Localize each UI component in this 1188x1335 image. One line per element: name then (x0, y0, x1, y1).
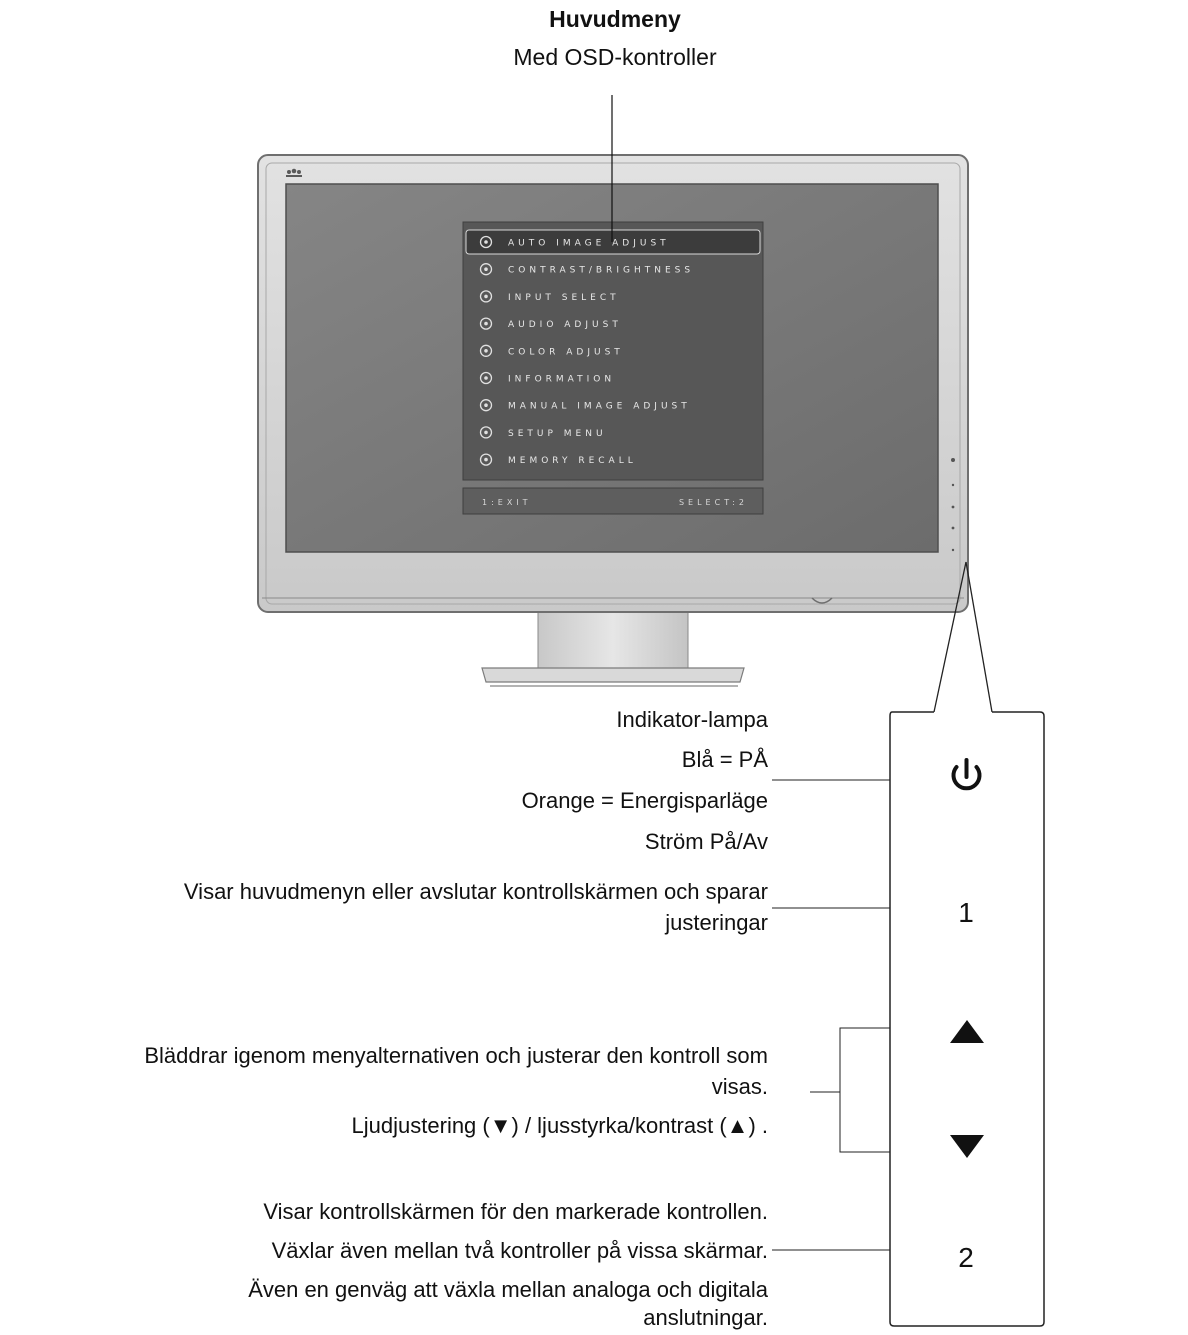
setup-menu-icon (479, 426, 493, 439)
button2-desc-line3: Även en genväg att växla mellan analoga … (248, 1277, 768, 1302)
button1-desc-line2: justeringar (665, 910, 768, 935)
diagram-subtitle: Med OSD-kontroller (513, 44, 717, 70)
zoom-line-right (965, 561, 993, 713)
osd-menu-item[interactable]: INFORMATION (479, 371, 616, 385)
side-buttons (951, 458, 955, 552)
osd-exit-label: 1:EXIT (482, 498, 532, 507)
button2-desc-line4: anslutningar. (643, 1305, 768, 1330)
osd-menu-item-label: AUDIO ADJUST (508, 320, 622, 330)
power-led (811, 597, 833, 604)
osd-menu-item-label: CONTRAST/BRIGHTNESS (508, 266, 694, 276)
osd-menu-item[interactable]: AUTO IMAGE ADJUST (465, 229, 761, 255)
stand-neck (537, 609, 689, 669)
osd-menu-item[interactable]: AUDIO ADJUST (479, 317, 622, 330)
input-select-icon (479, 290, 493, 303)
osd-selection-highlight (465, 229, 761, 255)
arrows-desc-line2: visas. (711, 1074, 768, 1099)
power-label-orange: Orange = Energisparläge (521, 788, 768, 813)
information-icon (479, 371, 493, 385)
icon-center-dot (484, 403, 488, 408)
osd-footer-bar (462, 487, 764, 515)
callout-bracket-arrows (810, 1027, 890, 1153)
manual-adjust-icon (479, 399, 493, 412)
icon-center-dot (484, 430, 488, 435)
control-panel (889, 711, 1045, 1327)
osd-panel (462, 221, 764, 481)
button2-desc-line1: Visar kontrollskärmen för den markerade … (263, 1199, 768, 1224)
power-label-indicator: Indikator-lampa (616, 707, 768, 732)
osd-menu-item[interactable]: COLOR ADJUST (479, 344, 624, 357)
osd-menu-item-label: INPUT SELECT (508, 293, 620, 303)
button-1[interactable]: 1 (958, 897, 974, 928)
osd-menu-item[interactable]: SETUP MENU (479, 426, 607, 439)
arrows-desc-line3: Ljudjustering (▼) / ljusstyrka/kontrast … (351, 1113, 768, 1138)
osd-menu-item-label: SETUP MENU (508, 429, 607, 439)
auto-adjust-icon (479, 235, 493, 249)
icon-center-dot (484, 349, 488, 353)
icon-center-dot (484, 376, 488, 380)
arrows-desc-line1: Bläddrar igenom menyalternativen och jus… (144, 1043, 768, 1068)
memory-recall-icon (479, 453, 493, 466)
button2-desc-line2: Växlar även mellan två kontroller på vis… (271, 1238, 768, 1263)
audio-adjust-icon (479, 317, 493, 330)
power-label-blue: Blå = PÅ (681, 747, 768, 772)
up-triangle-icon[interactable] (950, 1020, 984, 1043)
power-icon[interactable] (951, 758, 982, 791)
osd-select-label: SELECT:2 (679, 498, 748, 507)
down-triangle-icon[interactable] (950, 1135, 984, 1158)
brand-logo (286, 168, 302, 177)
button-2[interactable]: 2 (958, 1242, 974, 1273)
osd-menu-item[interactable]: MEMORY RECALL (479, 453, 637, 466)
osd-menu-item-label: MEMORY RECALL (508, 456, 637, 466)
icon-center-dot (484, 457, 488, 462)
icon-center-dot (484, 267, 488, 272)
zoom-line-left (933, 561, 967, 713)
osd-menu-item-label: AUTO IMAGE ADJUST (508, 239, 670, 249)
stand-base (481, 667, 745, 683)
osd-menu-item[interactable]: CONTRAST/BRIGHTNESS (479, 263, 695, 276)
diagram-title: Huvudmeny (549, 6, 681, 32)
color-adjust-icon (479, 344, 493, 357)
osd-menu-item-label: MANUAL IMAGE ADJUST (508, 402, 691, 412)
osd-menu-item-label: INFORMATION (508, 375, 615, 385)
contrast-brightness-icon (479, 263, 493, 276)
icon-center-dot (484, 240, 488, 244)
button1-desc-line1: Visar huvudmenyn eller avslutar kontroll… (183, 879, 768, 904)
icon-center-dot (484, 321, 488, 326)
power-label-onoff: Ström På/Av (644, 829, 768, 854)
osd-menu-item[interactable]: INPUT SELECT (479, 290, 620, 303)
icon-center-dot (484, 294, 488, 299)
osd-menu-item[interactable]: MANUAL IMAGE ADJUST (479, 399, 691, 412)
osd-menu-item-label: COLOR ADJUST (508, 347, 624, 357)
